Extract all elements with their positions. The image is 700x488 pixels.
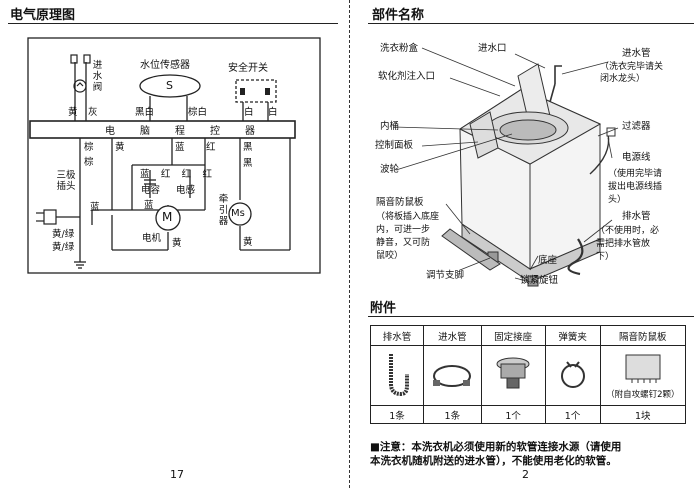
label-detergent-box: 洗衣粉盒	[380, 43, 419, 54]
wire-black: 黑	[243, 142, 253, 153]
valve-label: 进水阀	[92, 60, 103, 93]
parts-title: 部件名称	[372, 8, 425, 23]
count-inlet-pipe: 1条	[423, 405, 482, 424]
accessories-count-row: 1条 1条 1个 1个 1块	[369, 405, 687, 424]
controller-label: 电脑程控器	[105, 126, 255, 137]
switch-wire-white2: 白	[268, 107, 278, 118]
header-rat-board: 隔音防鼠板	[599, 325, 687, 346]
power-cord-note: （使用完毕请拔出电源线插头）	[608, 169, 663, 205]
label-base: 底座	[538, 255, 558, 266]
inlet-pipe-icon	[433, 365, 472, 387]
fixing-seat-icon	[496, 357, 530, 389]
rat-board-image: （附自攻螺钉2颗）	[599, 345, 687, 406]
capacitor-top-labels: 蓝红红红	[140, 169, 212, 180]
usage-note: ■注意：本洗衣机必须使用新的软管连接水源（请使用本洗衣机随机附送的进水管），不能…	[370, 441, 622, 467]
sensor-wire-brownwhite: 棕白	[188, 107, 208, 118]
label-pulsator: 波轮	[380, 164, 400, 175]
washing-machine-illustration	[393, 47, 619, 287]
header-drain-pipe: 排水管	[369, 325, 425, 346]
right-page-number: 2	[522, 468, 529, 481]
traction-wire-black: 黑	[243, 158, 253, 169]
wire-brown-1: 棕	[84, 142, 94, 153]
switch-wire-white1: 白	[244, 107, 254, 118]
drain-pipe-icon	[389, 354, 410, 397]
motor-wire-yellow: 黄	[172, 238, 182, 249]
sensor-wire-blackwhite: 黑白	[135, 107, 155, 118]
plug-wire-yellowgreen-2: 黄/绿	[52, 242, 75, 253]
inlet-pipe-note: （洗衣完毕请关闭水龙头）	[600, 62, 664, 84]
valve-wire-yellow: 黄	[68, 107, 78, 118]
water-sensor-title: 水位传感器	[140, 60, 190, 71]
traction-symbol: Ms	[231, 208, 245, 219]
traction-label: 牵引器	[218, 194, 229, 227]
accessories-title: 附件	[370, 301, 397, 316]
count-spring-clip: 1个	[544, 405, 601, 424]
wiring-diagram-lines	[27, 37, 321, 274]
safety-switch-title: 安全开关	[228, 63, 268, 74]
label-rat-board: 隔音防鼠板	[376, 197, 424, 208]
plug-wire-blue: 蓝	[90, 202, 100, 213]
capacitor-label: 电容	[141, 185, 161, 196]
wire-brown-2: 棕	[84, 157, 94, 168]
accessories-table: 排水管 进水管 固定接座 弹簧夹 隔音防鼠板 （附自攻螺钉2颗） 1条 1条 1…	[369, 325, 687, 424]
label-water-inlet: 进水口	[478, 43, 507, 54]
plug-wire-yellowgreen-1: 黄/绿	[52, 229, 75, 240]
parts-title-rule	[368, 23, 694, 24]
page-divider	[349, 0, 350, 488]
label-power-cord: 电源线	[622, 152, 651, 163]
inlet-pipe-image	[423, 345, 482, 406]
label-inner-tub: 内桶	[380, 121, 400, 132]
motor-label: 电机	[142, 233, 162, 244]
accessories-header-row: 排水管 进水管 固定接座 弹簧夹 隔音防鼠板	[369, 325, 687, 346]
fixing-seat-image	[480, 345, 546, 406]
accessories-title-rule	[368, 316, 694, 317]
traction-wire-yellow: 黄	[243, 237, 253, 248]
wire-red: 红	[206, 142, 216, 153]
header-fixing-seat: 固定接座	[480, 325, 546, 346]
wire-yellow: 黄	[115, 142, 125, 153]
count-rat-board: 1块	[599, 405, 687, 424]
label-filter: 过滤器	[622, 121, 651, 132]
drain-pipe-image	[369, 345, 425, 406]
count-drain-pipe: 1条	[369, 405, 425, 424]
valve-wire-gray: 灰	[88, 107, 98, 118]
spring-clip-image	[544, 345, 601, 406]
plug-label: 三极插头	[56, 170, 76, 192]
rat-board-screws-note: （附自攻螺钉2颗）	[606, 390, 680, 400]
left-page-number: 17	[170, 468, 184, 481]
label-softener-inlet: 软化剂注入口	[378, 71, 436, 82]
spring-clip-icon	[560, 361, 585, 388]
rat-board-icon	[625, 354, 661, 383]
wire-blue: 蓝	[175, 142, 185, 153]
label-inlet-pipe: 进水管	[622, 48, 651, 59]
motor-wire-blue: 蓝	[144, 200, 154, 211]
accessories-image-row: （附自攻螺钉2颗）	[369, 345, 687, 406]
water-sensor-symbol: S	[166, 79, 173, 92]
count-fixing-seat: 1个	[480, 405, 546, 424]
drain-pipe-note: （不使用时，必需把排水管放下）	[596, 226, 660, 262]
wiring-diagram-title: 电气原理图	[10, 8, 76, 23]
label-adjust-foot: 调节支脚	[426, 270, 465, 281]
title-rule	[8, 23, 338, 24]
motor-symbol: M	[162, 210, 173, 224]
label-drain-pipe: 排水管	[622, 211, 651, 222]
inductor-label: 电感	[176, 185, 196, 196]
label-control-panel: 控制面板	[375, 140, 414, 151]
rat-board-note: （将板插入底座内，可进一步静音，又可防鼠咬）	[376, 212, 440, 261]
header-spring-clip: 弹簧夹	[544, 325, 601, 346]
header-inlet-pipe: 进水管	[423, 325, 482, 346]
label-lock-button: 锁紧旋钮	[520, 275, 559, 286]
